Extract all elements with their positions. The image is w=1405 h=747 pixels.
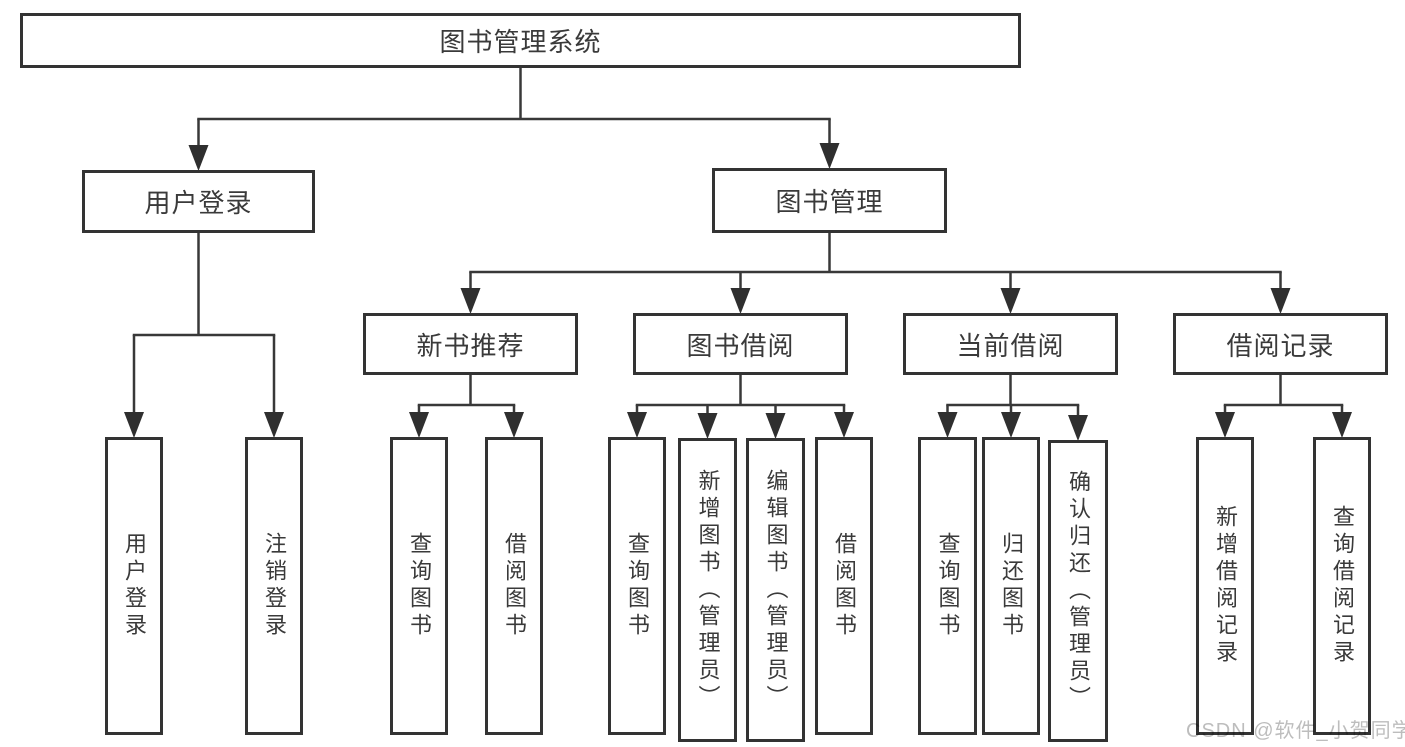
node-br-add[interactable]: 新增借阅记录 <box>1196 437 1254 735</box>
node-label-ul-logout: 注销登录 <box>262 532 287 640</box>
node-label-book-borrow: 图书借阅 <box>686 330 795 361</box>
node-new-book-rec[interactable]: 新书推荐 <box>363 313 578 375</box>
arrowhead-down-icon <box>937 412 958 438</box>
arrowhead-down-icon <box>730 288 751 314</box>
arrowhead-down-icon <box>1068 415 1088 441</box>
node-ul-logout[interactable]: 注销登录 <box>245 437 303 735</box>
node-nb-borrow[interactable]: 借阅图书 <box>485 437 543 735</box>
arrowhead-down-icon <box>627 412 647 438</box>
node-borrow-records[interactable]: 借阅记录 <box>1173 313 1388 375</box>
node-br-query[interactable]: 查询借阅记录 <box>1313 437 1371 735</box>
node-label-bb-borrow: 借阅图书 <box>832 532 857 640</box>
arrowhead-down-icon <box>1332 412 1352 438</box>
node-label-bb-add: 新增图书（管理员） <box>695 468 721 712</box>
node-label-root: 图书管理系统 <box>439 27 602 57</box>
node-book-mgmt[interactable]: 图书管理 <box>712 168 947 233</box>
arrowhead-down-icon <box>697 413 718 439</box>
node-cb-return[interactable]: 归还图书 <box>982 437 1040 735</box>
node-bb-add[interactable]: 新增图书（管理员） <box>678 438 737 742</box>
arrowhead-down-icon <box>1215 412 1235 438</box>
node-label-ul-login: 用户登录 <box>122 532 147 640</box>
arrowhead-down-icon <box>264 412 284 438</box>
node-label-bb-query: 查询图书 <box>625 532 650 640</box>
node-user-login[interactable]: 用户登录 <box>82 170 315 233</box>
node-label-cb-confirm: 确认归还（管理员） <box>1066 469 1091 713</box>
node-label-br-add: 新增借阅记录 <box>1213 505 1238 667</box>
node-label-current-borrow: 当前借阅 <box>956 330 1065 361</box>
arrowhead-down-icon <box>460 288 481 314</box>
node-cb-confirm[interactable]: 确认归还（管理员） <box>1048 440 1108 742</box>
arrowhead-down-icon <box>409 412 429 438</box>
node-label-book-mgmt: 图书管理 <box>775 187 884 217</box>
arrowhead-down-icon <box>819 143 840 169</box>
arrowhead-down-icon <box>1270 288 1291 314</box>
node-label-new-book-rec: 新书推荐 <box>416 330 525 361</box>
node-label-nb-query: 查询图书 <box>407 532 432 640</box>
arrowhead-down-icon <box>188 145 209 171</box>
arrowhead-down-icon <box>504 412 524 438</box>
node-cb-query[interactable]: 查询图书 <box>918 437 977 735</box>
node-book-borrow[interactable]: 图书借阅 <box>633 313 848 375</box>
arrowhead-down-icon <box>765 413 786 439</box>
node-bb-query[interactable]: 查询图书 <box>608 437 666 735</box>
node-label-cb-return: 归还图书 <box>999 532 1024 640</box>
node-label-user-login: 用户登录 <box>144 188 253 218</box>
node-bb-borrow[interactable]: 借阅图书 <box>815 437 873 735</box>
node-label-borrow-records: 借阅记录 <box>1226 330 1335 361</box>
arrowhead-down-icon <box>834 412 854 438</box>
node-label-nb-borrow: 借阅图书 <box>502 532 527 640</box>
node-label-br-query: 查询借阅记录 <box>1330 505 1355 667</box>
arrowhead-down-icon <box>1001 412 1021 438</box>
node-root[interactable]: 图书管理系统 <box>20 13 1021 68</box>
csdn-watermark: CSDN @软件_小贺同学 <box>1186 720 1405 742</box>
node-label-bb-edit: 编辑图书（管理员） <box>763 468 789 712</box>
arrowhead-down-icon <box>124 412 144 438</box>
arrowhead-down-icon <box>1000 288 1021 314</box>
node-ul-login[interactable]: 用户登录 <box>105 437 163 735</box>
node-label-cb-query: 查询图书 <box>935 532 961 640</box>
node-current-borrow[interactable]: 当前借阅 <box>903 313 1118 375</box>
node-bb-edit[interactable]: 编辑图书（管理员） <box>746 438 805 742</box>
node-nb-query[interactable]: 查询图书 <box>390 437 448 735</box>
